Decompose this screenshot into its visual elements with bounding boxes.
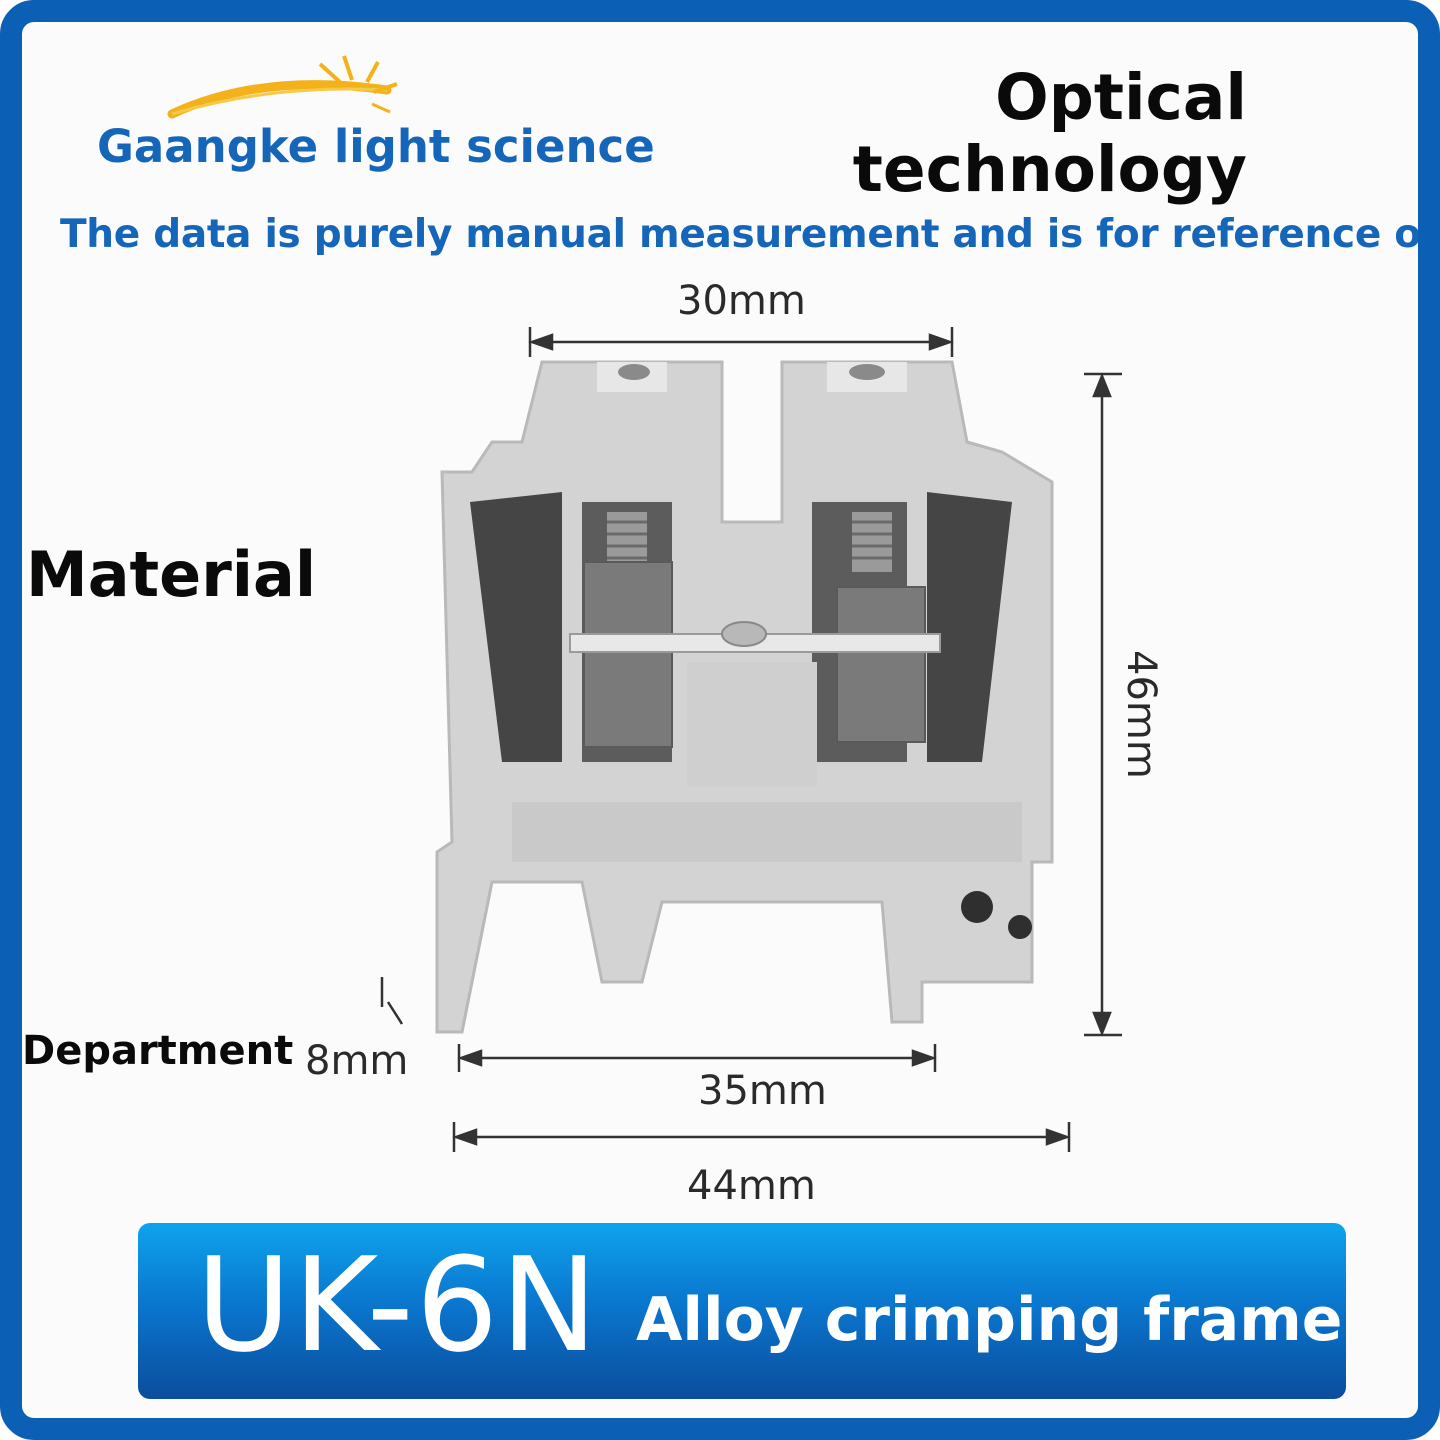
dim-depth: 8mm xyxy=(305,1038,409,1084)
disclaimer-text: The data is purely manual measurement an… xyxy=(60,212,1440,257)
headline-line2: technology xyxy=(852,133,1247,206)
headline-line1: Optical xyxy=(995,61,1247,134)
diagram-canvas xyxy=(167,55,1122,1152)
arrow-icon xyxy=(1045,1128,1071,1146)
brand-name: Gaangke light science xyxy=(97,120,655,173)
dim-rail-width: 35mm xyxy=(698,1068,827,1114)
sun-logo-icon xyxy=(167,55,398,119)
arrow-icon xyxy=(928,333,954,351)
arrow-icon xyxy=(528,333,554,351)
department-label: Department xyxy=(22,1028,294,1074)
arrow-icon xyxy=(1092,372,1112,398)
dimension-lines xyxy=(380,327,1122,1152)
model-banner: UK-6N Alloy crimping frame xyxy=(138,1223,1346,1399)
dim-height: 46mm xyxy=(1118,650,1164,779)
model-description: Alloy crimping frame xyxy=(636,1285,1343,1355)
arrow-icon xyxy=(457,1049,483,1067)
headline: Optical technology xyxy=(842,62,1247,206)
arrow-icon xyxy=(911,1049,937,1067)
dim-top-width: 30mm xyxy=(677,278,806,324)
terminal-block-illustration xyxy=(435,360,1054,1034)
dim-base-width: 44mm xyxy=(687,1163,816,1209)
model-name: UK-6N xyxy=(196,1229,600,1381)
material-label: Material xyxy=(26,538,317,611)
arrow-icon xyxy=(1092,1011,1112,1037)
arrow-icon xyxy=(452,1128,478,1146)
